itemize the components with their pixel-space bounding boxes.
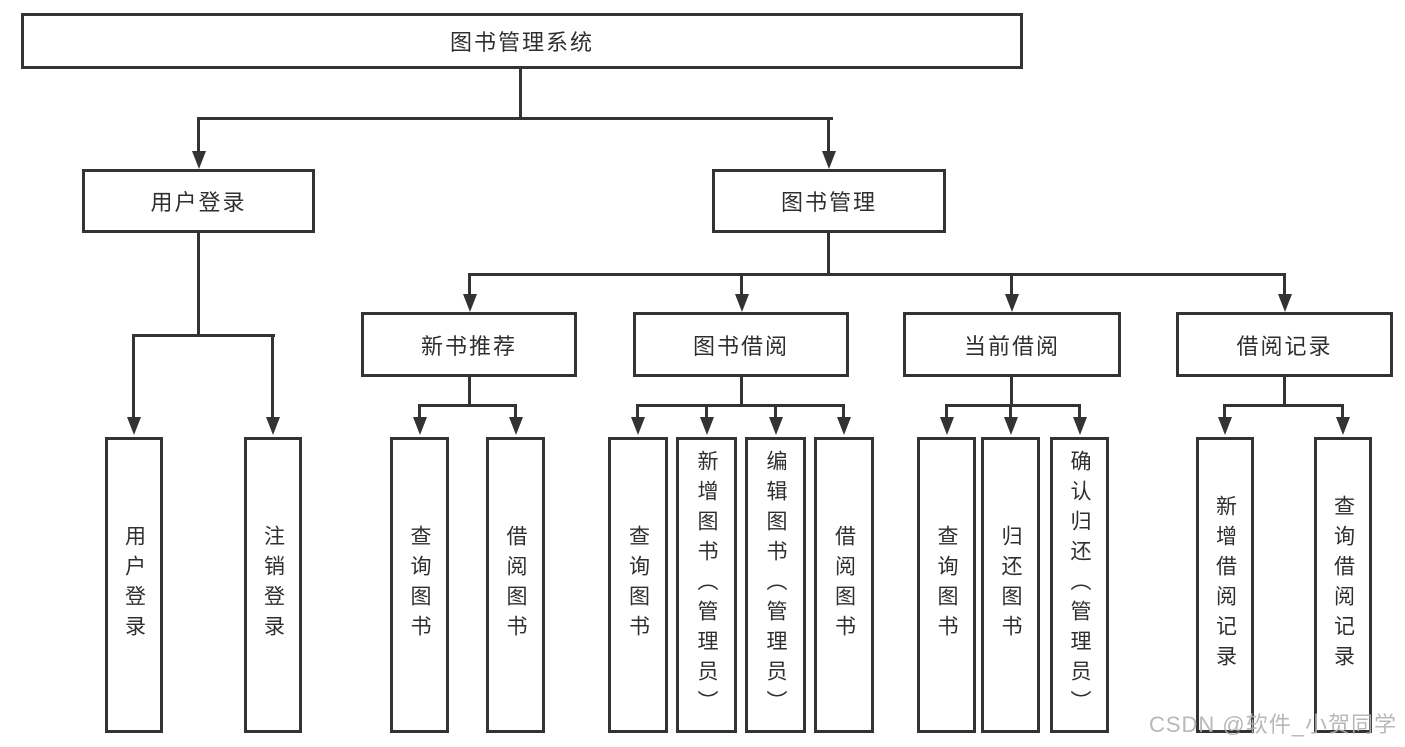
connector-to-query-record — [1341, 404, 1344, 419]
connector-to-query-book-1 — [418, 404, 421, 419]
connector-to-borrow-book-1 — [514, 404, 517, 419]
arrow-to-borrow-book-2 — [837, 417, 851, 435]
arrow-to-return-book — [1004, 417, 1018, 435]
connector-to-new-book — [468, 273, 471, 297]
arrow-to-book-management — [822, 151, 836, 169]
leaf-borrow-book-1: 借阅图书 — [486, 437, 545, 733]
connector-to-add-record — [1223, 404, 1226, 419]
leaf-edit-book-admin: 编辑图书（管理员） — [745, 437, 806, 733]
node-user-login: 用户登录 — [82, 169, 315, 233]
leaf-return-book: 归还图书 — [981, 437, 1040, 733]
arrow-to-add-book — [700, 417, 714, 435]
leaf-query-book-1: 查询图书 — [390, 437, 449, 733]
node-root: 图书管理系统 — [21, 13, 1023, 69]
arrow-to-query-book-2 — [631, 417, 645, 435]
node-book-borrow: 图书借阅 — [633, 312, 849, 377]
watermark-text: CSDN @软件_小贺同学 — [1148, 712, 1397, 737]
leaf-logout: 注销登录 — [244, 437, 302, 733]
leaf-query-book-3: 查询图书 — [917, 437, 976, 733]
arrow-to-confirm-return — [1073, 417, 1087, 435]
connector-current-borrow-stem — [1010, 377, 1013, 406]
leaf-borrow-book-2: 借阅图书 — [814, 437, 874, 733]
leaf-query-borrow-record: 查询借阅记录 — [1314, 437, 1372, 733]
arrow-to-add-record — [1218, 417, 1232, 435]
connector-user-login-stem — [197, 233, 200, 334]
arrow-to-leaf-logout — [266, 417, 280, 435]
arrow-to-query-book-1 — [413, 417, 427, 435]
leaf-query-book-2: 查询图书 — [608, 437, 668, 733]
arrow-to-borrow-book-1 — [509, 417, 523, 435]
connector-level2-branch — [197, 117, 833, 120]
connector-to-edit-book — [774, 404, 777, 419]
connector-borrow-records-branch — [1223, 404, 1344, 407]
arrow-to-book-borrow — [735, 294, 749, 312]
arrow-to-current-borrow — [1005, 294, 1019, 312]
connector-to-add-book — [705, 404, 708, 419]
connector-new-book-stem — [468, 377, 471, 406]
connector-book-borrow-stem — [740, 377, 743, 406]
connector-book-mgmt-stem — [827, 233, 830, 275]
connector-book-borrow-branch — [636, 404, 845, 407]
connector-to-current-borrow — [1010, 273, 1013, 297]
connector-to-leaf-login — [132, 334, 135, 418]
connector-to-leaf-logout — [271, 334, 274, 418]
node-book-management: 图书管理 — [712, 169, 946, 233]
connector-to-book-borrow — [740, 273, 743, 297]
node-borrow-records: 借阅记录 — [1176, 312, 1393, 377]
arrow-to-query-book-3 — [940, 417, 954, 435]
connector-to-user-login — [197, 117, 200, 155]
connector-to-borrow-records — [1283, 273, 1286, 297]
arrow-to-new-book — [463, 294, 477, 312]
connector-root-stem — [519, 69, 522, 119]
node-new-book-recommend: 新书推荐 — [361, 312, 577, 377]
connector-user-login-branch — [132, 334, 275, 337]
leaf-confirm-return-admin: 确认归还（管理员） — [1050, 437, 1109, 733]
connector-to-borrow-book-2 — [842, 404, 845, 419]
arrow-to-edit-book — [769, 417, 783, 435]
connector-to-book-management — [827, 117, 830, 155]
connector-to-query-book-2 — [636, 404, 639, 419]
leaf-user-login: 用户登录 — [105, 437, 163, 733]
arrow-to-borrow-records — [1278, 294, 1292, 312]
arrow-to-user-login — [192, 151, 206, 169]
arrow-to-query-record — [1336, 417, 1350, 435]
arrow-to-leaf-login — [127, 417, 141, 435]
node-current-borrow: 当前借阅 — [903, 312, 1121, 377]
connector-to-confirm-return — [1078, 404, 1081, 419]
leaf-add-borrow-record: 新增借阅记录 — [1196, 437, 1254, 733]
leaf-add-book-admin: 新增图书（管理员） — [676, 437, 737, 733]
connector-to-return-book — [1009, 404, 1012, 419]
connector-level3-branch — [468, 273, 1286, 276]
connector-borrow-records-stem — [1283, 377, 1286, 406]
connector-to-query-book-3 — [945, 404, 948, 419]
connector-current-borrow-branch — [945, 404, 1081, 407]
connector-new-book-branch — [418, 404, 517, 407]
